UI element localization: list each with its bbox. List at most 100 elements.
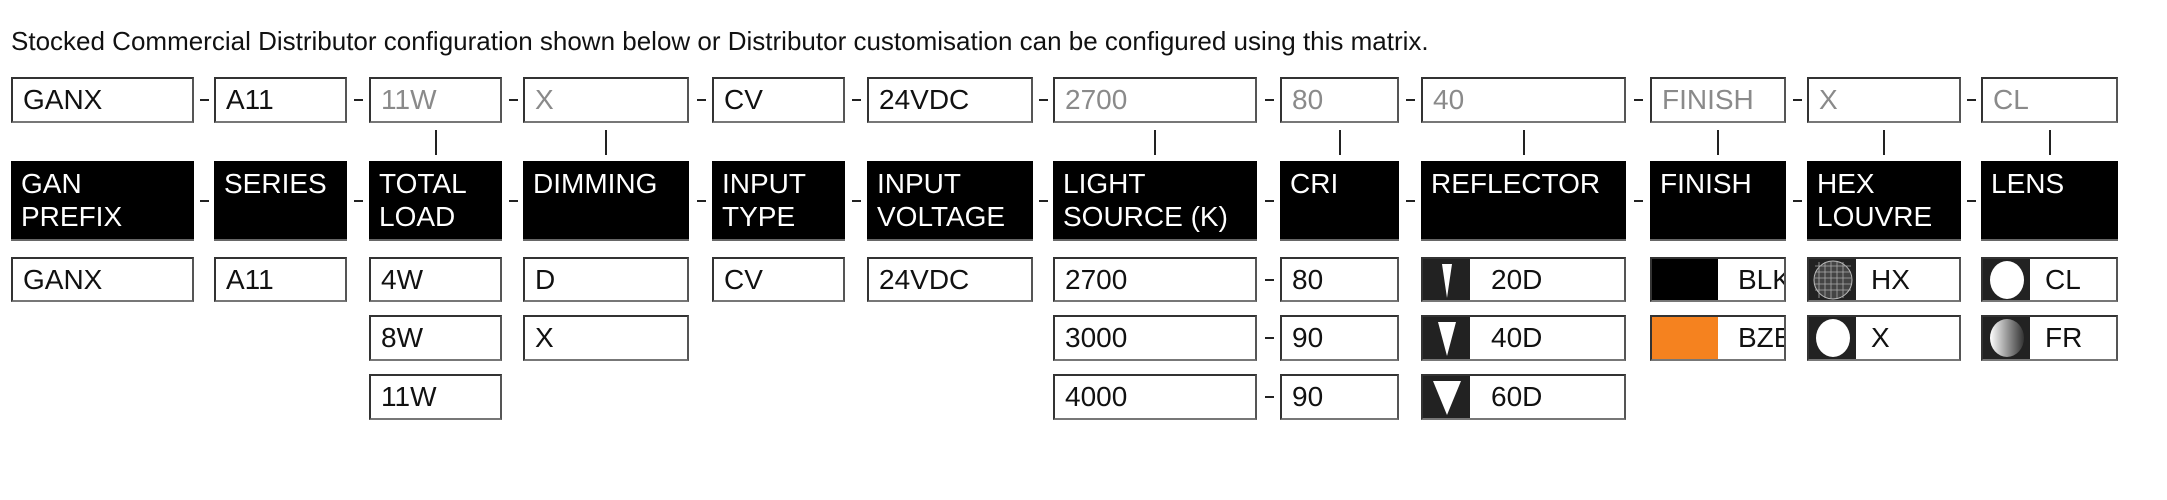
option-reflector[interactable]: 60D	[1421, 374, 1626, 420]
header-line: INPUT	[722, 168, 806, 199]
separator-dash	[1264, 396, 1274, 398]
separator-dash	[1634, 99, 1643, 101]
separator-dash	[1264, 278, 1274, 281]
connector-line	[2048, 130, 2051, 155]
selected-series-field[interactable]: A11	[214, 77, 347, 123]
header-line: TOTAL	[379, 168, 467, 199]
selected-dimming-field[interactable]: X	[523, 77, 689, 123]
connector-line	[1154, 130, 1156, 155]
option-hex-louvre[interactable]: HX	[1807, 257, 1961, 302]
option-dimming[interactable]: X	[523, 315, 689, 361]
option-input-voltage[interactable]: 24VDC	[867, 257, 1033, 302]
separator-dash	[1967, 99, 1976, 101]
option-label: FR	[2045, 322, 2083, 353]
header-line: HEX	[1817, 168, 1875, 199]
option-label: X	[1871, 322, 1890, 353]
option-label: BZE	[1738, 322, 1784, 353]
hex-louvre-icon	[1809, 259, 1856, 300]
separator-dash	[1406, 200, 1415, 202]
header-dimming: DIMMING	[523, 161, 689, 241]
separator-dash	[508, 200, 518, 202]
selected-gan-prefix-field[interactable]: GANX	[11, 77, 194, 123]
separator-dash	[200, 99, 209, 101]
selected-input-type-field[interactable]: CV	[712, 77, 845, 123]
header-line: INPUT	[877, 168, 961, 199]
header-line: DIMMING	[533, 168, 658, 199]
swatch-icon	[1652, 259, 1718, 300]
option-cri[interactable]: 90	[1280, 315, 1399, 361]
swatch-icon	[1652, 317, 1718, 359]
selected-total-load-field[interactable]: 11W	[369, 77, 502, 123]
header-reflector: REFLECTOR	[1421, 161, 1626, 241]
header-line: LIGHT	[1063, 168, 1146, 199]
connector-line	[605, 130, 607, 155]
separator-dash	[1792, 200, 1802, 202]
option-label: BLK	[1738, 263, 1786, 295]
separator-dash	[1039, 99, 1048, 101]
option-gan-prefix[interactable]: GANX	[11, 257, 194, 302]
separator-dash	[1264, 337, 1274, 339]
no-louvre-icon	[1809, 317, 1856, 359]
header-line: PREFIX	[21, 201, 123, 232]
selected-finish-field[interactable]: FINISH	[1650, 77, 1786, 123]
selected-reflector-field[interactable]: 40	[1421, 77, 1626, 123]
cone-medium-icon	[1423, 317, 1470, 359]
page-title: Stocked Commercial Distributor configura…	[11, 26, 1429, 56]
option-total-load[interactable]: 4W	[369, 257, 502, 302]
separator-dash	[696, 200, 706, 202]
selected-light-source-field[interactable]: 2700	[1053, 77, 1257, 123]
connector-line	[1338, 130, 1341, 155]
connector-line	[1717, 130, 1719, 155]
header-finish: FINISH	[1650, 161, 1786, 241]
separator-dash	[1039, 200, 1048, 202]
header-line: LOAD	[379, 201, 456, 232]
option-label: 40D	[1491, 322, 1543, 353]
separator-dash	[354, 200, 363, 202]
header-line: REFLECTOR	[1431, 168, 1601, 199]
option-total-load[interactable]: 11W	[369, 374, 502, 420]
option-input-type[interactable]: CV	[712, 257, 845, 302]
connector-line	[1883, 130, 1885, 155]
option-label: HX	[1871, 263, 1910, 295]
option-light-source[interactable]: 4000	[1053, 374, 1257, 420]
selected-hex-louvre-field[interactable]: X	[1807, 77, 1961, 123]
clear-lens-icon	[1983, 259, 2030, 300]
option-hex-louvre[interactable]: X	[1807, 315, 1961, 361]
separator-dash	[1792, 99, 1802, 101]
option-finish[interactable]: BZE	[1650, 315, 1786, 361]
option-total-load[interactable]: 8W	[369, 315, 502, 361]
separator-dash	[508, 99, 518, 101]
header-line: LOUVRE	[1817, 201, 1933, 232]
separator-dash	[200, 200, 209, 202]
header-line: SERIES	[224, 168, 327, 199]
separator-dash	[696, 99, 706, 101]
separator-dash	[852, 99, 861, 101]
option-cri[interactable]: 80	[1280, 257, 1399, 302]
option-lens[interactable]: FR	[1981, 315, 2118, 361]
selected-cri-field[interactable]: 80	[1280, 77, 1399, 123]
option-finish[interactable]: BLK	[1650, 257, 1786, 302]
selected-lens-field[interactable]: CL	[1981, 77, 2118, 123]
separator-dash	[1264, 200, 1274, 202]
option-series[interactable]: A11	[214, 257, 347, 302]
header-line: SOURCE (K)	[1063, 201, 1228, 232]
header-line: VOLTAGE	[877, 201, 1006, 232]
option-reflector[interactable]: 40D	[1421, 315, 1626, 361]
option-cri[interactable]: 90	[1280, 374, 1399, 420]
option-light-source[interactable]: 3000	[1053, 315, 1257, 361]
option-reflector[interactable]: 20D	[1421, 257, 1626, 302]
separator-dash	[1634, 200, 1643, 202]
header-line: LENS	[1991, 168, 2065, 199]
option-label: 20D	[1491, 263, 1543, 295]
option-dimming[interactable]: D	[523, 257, 689, 302]
separator-dash	[1967, 200, 1976, 202]
option-light-source[interactable]: 2700	[1053, 257, 1257, 302]
connector-line	[434, 130, 437, 155]
option-lens[interactable]: CL	[1981, 257, 2118, 302]
cone-narrow-icon	[1423, 259, 1470, 300]
connector-line	[1522, 130, 1525, 155]
selected-input-voltage-field[interactable]: 24VDC	[867, 77, 1033, 123]
